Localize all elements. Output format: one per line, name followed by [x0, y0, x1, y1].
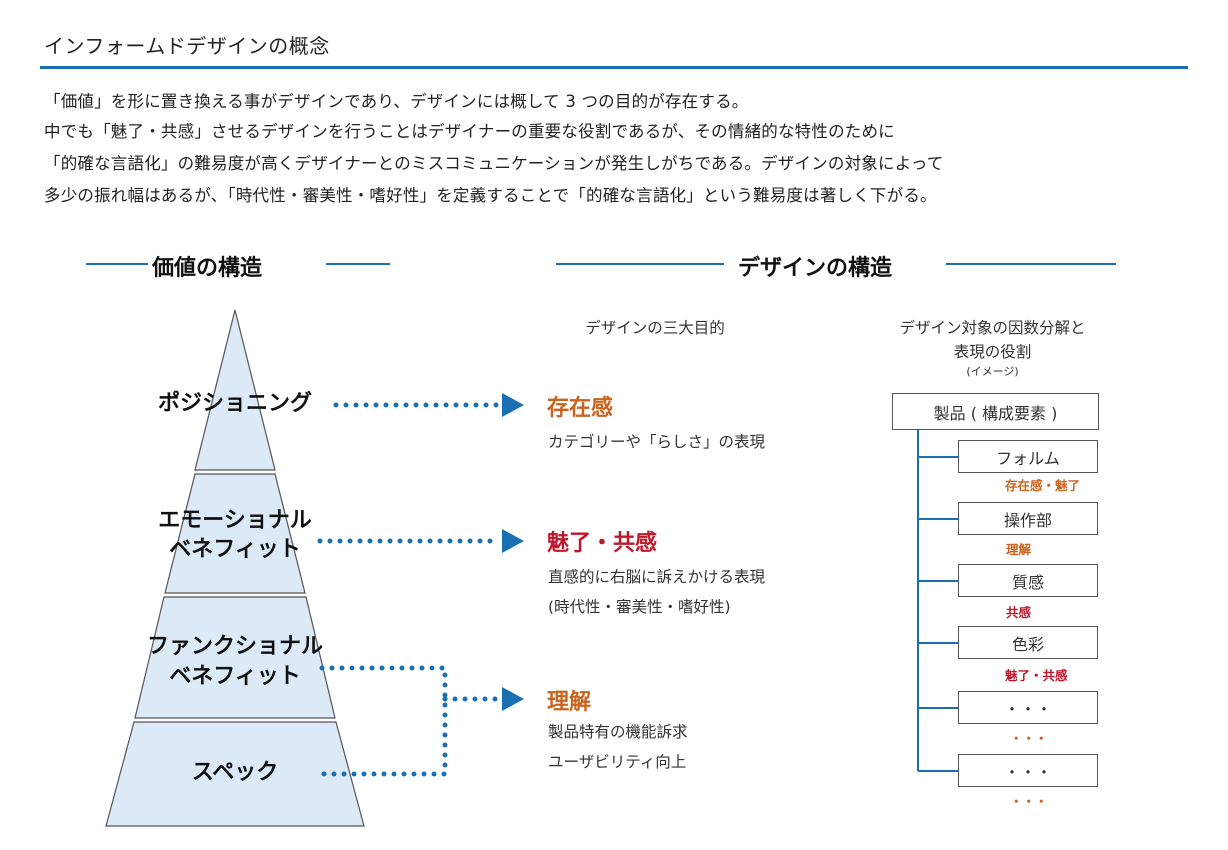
goal-desc-charm-line1: 直感的に右脳に訴えかける表現	[548, 568, 766, 586]
tree-node-form: フォルム	[958, 440, 1098, 473]
page-title: インフォームドデザインの概念	[44, 34, 330, 58]
arrow-presence-icon	[502, 393, 524, 417]
goal-desc-understanding-line1: 製品特有の機能訴求	[548, 723, 688, 741]
arrow-charm-icon	[502, 529, 524, 553]
decomp-heading-line2: 表現の役割	[953, 343, 1032, 361]
goal-title-presence: 存在感	[547, 396, 614, 421]
tree-node-texture: 質感	[958, 564, 1098, 597]
tree-role-more-2: ・・・	[1010, 794, 1048, 809]
tier-label-spec: スペック	[191, 760, 279, 785]
tree-node-more-1: ・・・	[958, 691, 1098, 724]
tier-label-emotional-line2: ベネフィット	[169, 537, 301, 562]
tree-node-color: 色彩	[958, 626, 1098, 659]
tier-label-emotional-line1: エモーショナル	[158, 508, 312, 533]
design-structure-heading: デザインの構造	[738, 256, 893, 281]
tree-role-controls: 理解	[1006, 542, 1032, 557]
tree-node-controls: 操作部	[958, 502, 1098, 535]
goal-desc-charm-line2: (時代性・審美性・嗜好性)	[548, 598, 731, 616]
title-divider	[40, 66, 1188, 69]
pyramid-tier-functional	[134, 596, 336, 719]
decomp-note: (イメージ)	[966, 365, 1019, 378]
tree-root-box: 製品 ( 構成要素 )	[892, 393, 1099, 430]
connector-functional	[319, 665, 448, 777]
intro-line-2: 中でも「魅了・共感」させるデザインを行うことはデザイナーの重要な役割であるが、そ…	[44, 122, 895, 141]
goal-desc-understanding-line2: ユーザビリティ向上	[548, 753, 687, 771]
intro-line-1: 「価値」を形に置き換える事がデザインであり、デザインには概して 3 つの目的が存…	[44, 92, 749, 111]
tree-role-texture: 共感	[1006, 605, 1032, 620]
intro-line-4: 多少の振れ幅はあるが、「時代性・審美性・嗜好性」を定義することで「的確な言語化」…	[44, 186, 937, 205]
intro-line-3: 「的確な言語化」の難易度が高くデザイナーとのミスコミュニケーションが発生しがちで…	[44, 154, 944, 173]
goal-title-understanding: 理解	[547, 690, 592, 715]
tier-label-functional-line2: ベネフィット	[169, 664, 301, 689]
arrow-understanding-icon	[502, 687, 524, 711]
tree-role-form: 存在感・魅了	[1005, 478, 1081, 493]
pyramid-tier-spec	[105, 721, 365, 827]
tier-label-positioning: ポジショニング	[157, 391, 312, 416]
goal-desc-presence: カテゴリーや「らしさ」の表現	[548, 433, 766, 451]
decomp-heading-line1: デザイン対象の因数分解と	[899, 319, 1086, 337]
pyramid-tier-emotional	[164, 473, 306, 594]
goal-title-charm: 魅了・共感	[547, 531, 658, 556]
tree-role-color: 魅了・共感	[1005, 668, 1068, 683]
tree-node-more-2: ・・・	[958, 754, 1098, 787]
tree-role-more-1: ・・・	[1010, 731, 1048, 746]
value-structure-heading: 価値の構造	[152, 256, 263, 281]
pyramid-tier-positioning	[194, 309, 276, 471]
purpose-heading: デザインの三大目的	[585, 319, 725, 337]
tree-connectors	[917, 429, 958, 772]
tier-label-functional-line1: ファンクショナル	[146, 634, 323, 659]
